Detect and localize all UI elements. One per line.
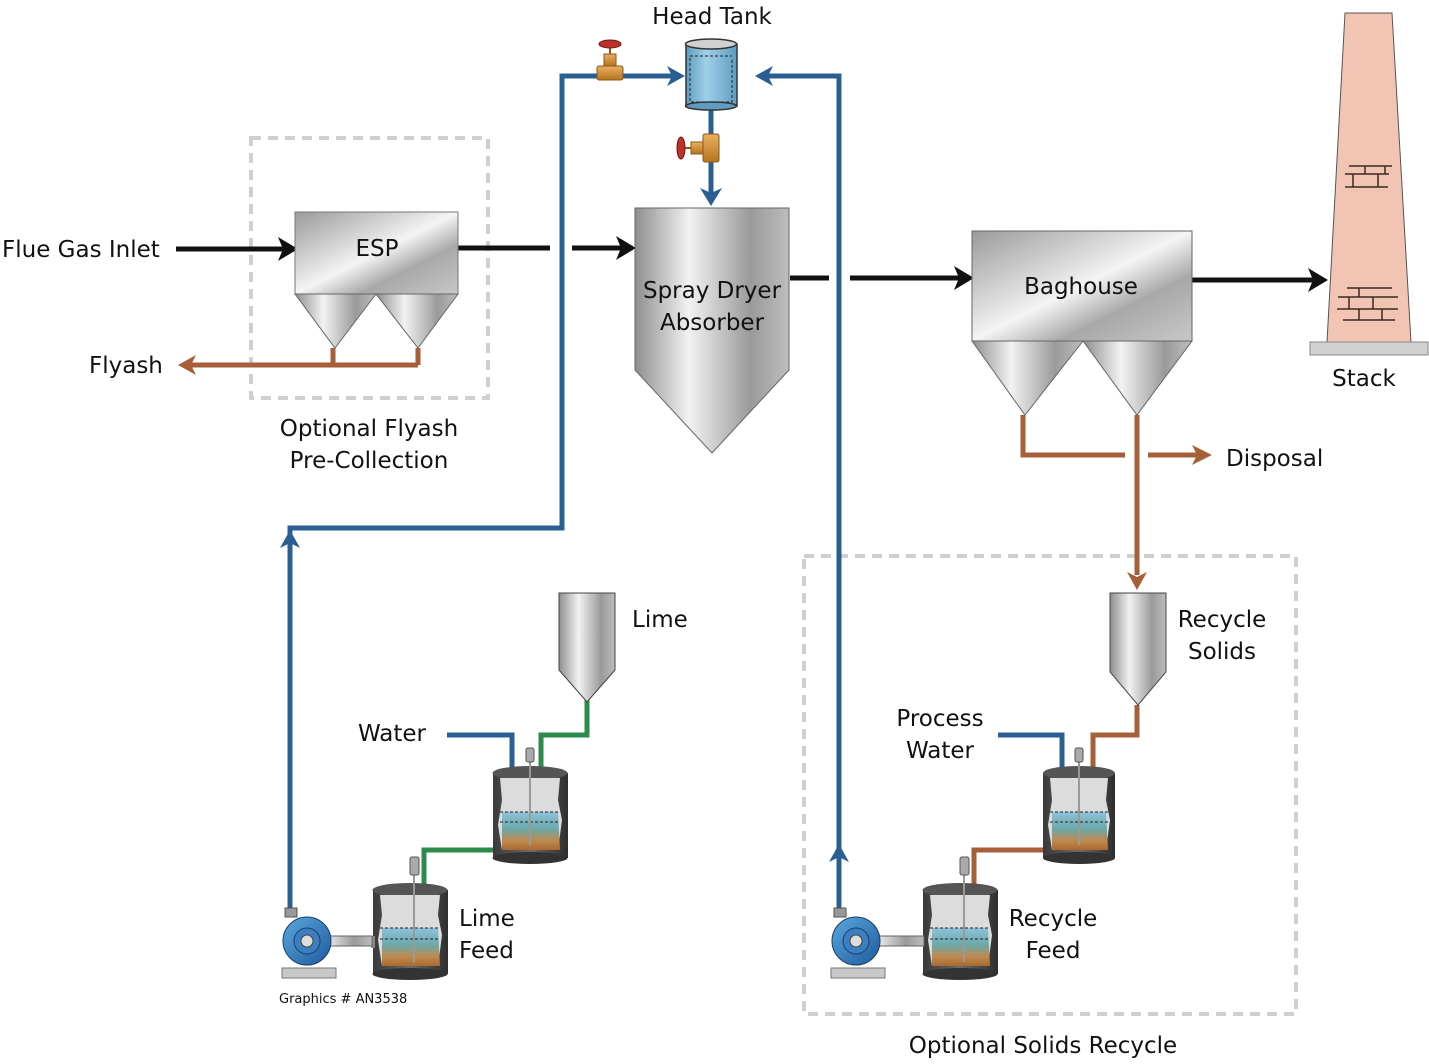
lime-feed-tank[interactable] (372, 856, 449, 980)
spray-dryer-label-line2: Absorber (660, 310, 765, 336)
head-tank-label: Head Tank (652, 4, 772, 30)
recycle-slurry-line (760, 73, 842, 910)
spray-dryer-absorber[interactable]: Spray Dryer Absorber (634, 207, 790, 454)
recycle-solids-label-line1: Recycle (1178, 607, 1267, 633)
esp-unit[interactable]: ESP (294, 211, 459, 349)
gas-arrowheads (278, 236, 1328, 292)
flue-gas-inlet-label: Flue Gas Inlet (2, 237, 160, 263)
baghouse-label: Baghouse (1024, 274, 1138, 300)
recycle-solids-label-line2: Solids (1188, 639, 1256, 665)
lime-slaker-tank[interactable] (492, 747, 569, 864)
optional-flyash-label-line1: Optional Flyash (280, 416, 458, 442)
process-water-label-line1: Process (896, 706, 983, 732)
brick-icon (1337, 165, 1398, 321)
process-water-label-line2: Water (906, 738, 975, 764)
flyash-label: Flyash (89, 353, 163, 379)
graphics-id-label: Graphics # AN3538 (279, 992, 407, 1007)
recycle-solids-silo[interactable] (1109, 592, 1167, 706)
lime-silo[interactable] (558, 592, 616, 703)
optional-flyash-box (249, 136, 490, 400)
recycle-feed-label-line1: Recycle (1009, 906, 1098, 932)
flyash-line (190, 348, 336, 368)
outlet-valve-icon[interactable] (676, 133, 720, 163)
lime-slurry-line (287, 73, 675, 910)
lime-feed-label-line1: Lime (459, 906, 515, 932)
lime-feed-label-line2: Feed (459, 938, 514, 964)
water-lines (287, 73, 1065, 910)
spray-dryer-label-line1: Spray Dryer (643, 278, 782, 304)
water-label: Water (358, 721, 427, 747)
lime-label: Lime (632, 607, 688, 633)
recycle-feed-pump-icon[interactable] (830, 907, 925, 979)
gas-lines (176, 245, 1316, 283)
recycle-feed-label-line2: Feed (1026, 938, 1081, 964)
recycle-slurry-tank[interactable] (1043, 747, 1115, 864)
head-tank[interactable] (684, 38, 738, 111)
optional-flyash-label-line2: Pre-Collection (290, 448, 449, 474)
esp-label: ESP (355, 236, 398, 262)
recycle-feed-tank[interactable] (922, 856, 999, 980)
optional-solids-recycle-label: Optional Solids Recycle (909, 1033, 1177, 1059)
baghouse-discharge-line (1020, 415, 1125, 458)
disposal-label: Disposal (1226, 446, 1323, 472)
stack[interactable] (1309, 12, 1429, 356)
stack-label: Stack (1332, 366, 1396, 392)
optional-solids-recycle-box (802, 554, 1298, 1016)
lime-feed-pump-icon[interactable] (281, 907, 375, 979)
inlet-valve-icon[interactable] (596, 39, 624, 81)
baghouse-unit[interactable]: Baghouse (971, 230, 1193, 416)
